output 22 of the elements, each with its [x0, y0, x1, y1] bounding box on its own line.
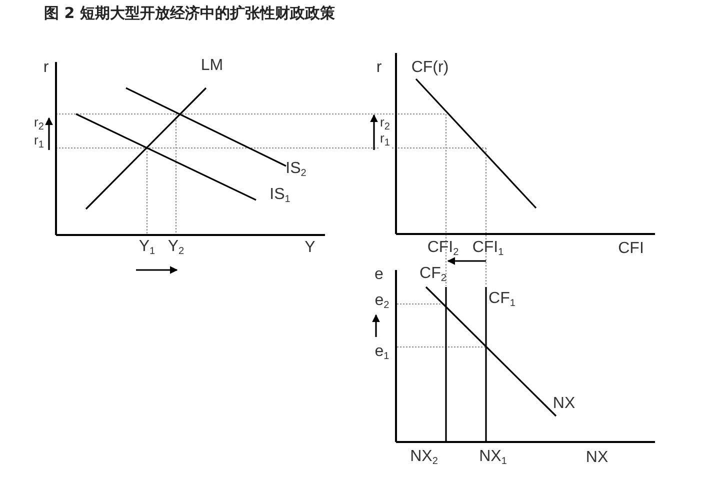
curve-label: NX: [552, 396, 576, 412]
curve-label: LM: [200, 58, 224, 74]
axis-label: CFI: [618, 241, 644, 257]
tick-label: e$_{2}$: [374, 293, 390, 311]
curve-label: CF$_{2}$: [420, 266, 446, 284]
tick-label: e$_{1}$: [374, 344, 390, 362]
curve-label: IS$_{2}$: [286, 161, 306, 179]
axis-label: NX: [586, 450, 608, 466]
curve-label: IS$_{1}$: [270, 187, 290, 205]
tick-label: Y$_{1}$: [138, 239, 156, 257]
axis-label: e: [374, 267, 384, 283]
axis-label: r: [376, 60, 382, 76]
tick-label: Y$_{2}$: [168, 239, 184, 257]
axis-label: Y: [304, 240, 316, 256]
tick-label: NX$_{1}$: [479, 449, 507, 467]
tick-label: CFI$_{2}$: [427, 240, 459, 258]
axis-label: r: [43, 60, 49, 76]
figure-title: 图 2 短期大型开放经济中的扩张性财政政策: [44, 4, 335, 23]
tick-label: NX$_{2}$: [410, 449, 438, 467]
curve-label: CF(r): [411, 60, 449, 76]
tick-label: CFI$_{1}$: [472, 240, 504, 258]
curve-label: CF$_{1}$: [488, 291, 516, 309]
